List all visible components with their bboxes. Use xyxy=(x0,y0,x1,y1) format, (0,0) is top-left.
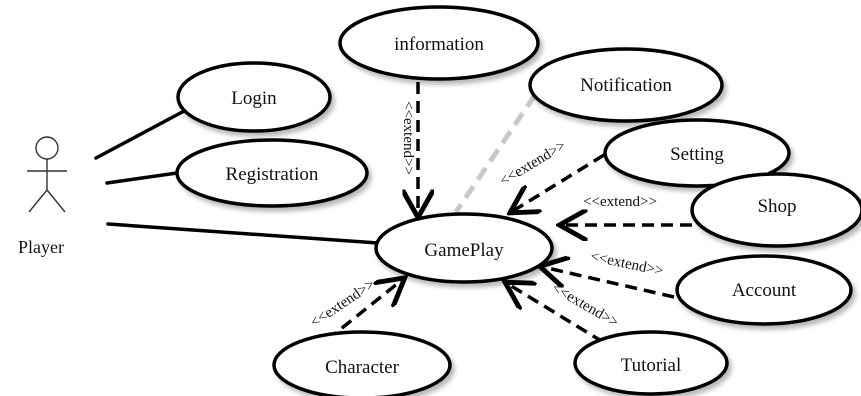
use-case-gameplay-shape xyxy=(374,212,554,284)
extend-character-label: <<extend>> xyxy=(308,276,378,331)
use-case-tutorial-shape xyxy=(573,330,729,396)
use-case-account-shape xyxy=(675,254,853,326)
use-case-setting-shape xyxy=(603,118,791,188)
use-case-information-label: information xyxy=(394,34,484,55)
use-case-registration-shape xyxy=(175,138,369,208)
extend-account-label: <<extend>> xyxy=(589,249,665,280)
extend-account-line xyxy=(543,267,675,299)
use-case-tutorial[interactable]: Tutorial xyxy=(573,330,729,396)
association-registration xyxy=(105,170,186,185)
extend-tutorial-label: <<extend>> xyxy=(549,280,621,331)
use-case-registration[interactable]: Registration xyxy=(175,138,369,208)
use-case-login-label: Login xyxy=(231,88,277,109)
use-case-gameplay-label: GamePlay xyxy=(424,240,504,261)
use-case-setting-label: Setting xyxy=(670,144,724,165)
use-case-character[interactable]: Character xyxy=(272,330,452,396)
extend-information-connector: <<extend>> xyxy=(400,82,418,214)
extend-shop-connector: <<extend>> xyxy=(563,194,692,225)
stick-figure-icon xyxy=(27,136,67,213)
use-case-notification-label: Notification xyxy=(580,75,672,96)
use-case-notification[interactable]: Notification xyxy=(528,47,724,123)
use-case-login[interactable]: Login xyxy=(176,61,332,133)
use-case-shop[interactable]: Shop xyxy=(690,172,861,248)
extend-tutorial-connector: <<extend>> xyxy=(508,280,621,344)
use-case-shop-label: Shop xyxy=(757,196,796,217)
extend-setting-label: <<extend>> xyxy=(497,138,569,190)
use-case-setting[interactable]: Setting xyxy=(603,118,791,188)
use-case-registration-label: Registration xyxy=(226,164,319,185)
use-case-information[interactable]: information xyxy=(338,5,540,81)
use-case-information-shape xyxy=(338,5,540,81)
use-case-account-label: Account xyxy=(732,280,797,301)
use-case-gameplay[interactable]: GamePlay xyxy=(374,212,554,284)
player-actor: Player xyxy=(18,136,67,257)
actor-label: Player xyxy=(18,237,64,257)
use-case-tutorial-label: Tutorial xyxy=(621,355,682,376)
association-login xyxy=(94,108,188,160)
extend-information-label: <<extend>> xyxy=(400,101,416,175)
use-case-login-shape xyxy=(176,61,332,133)
extend-shop-label: <<extend>> xyxy=(583,194,657,210)
extend-character-line xyxy=(325,280,402,342)
use-case-account[interactable]: Account xyxy=(675,254,853,326)
use-case-shop-shape xyxy=(690,172,861,248)
association-gameplay xyxy=(106,222,380,245)
use-case-character-label: Character xyxy=(325,357,400,378)
use-case-character-shape xyxy=(272,330,452,396)
use-case-notification-shape xyxy=(528,47,724,123)
notification-connector xyxy=(453,93,538,214)
